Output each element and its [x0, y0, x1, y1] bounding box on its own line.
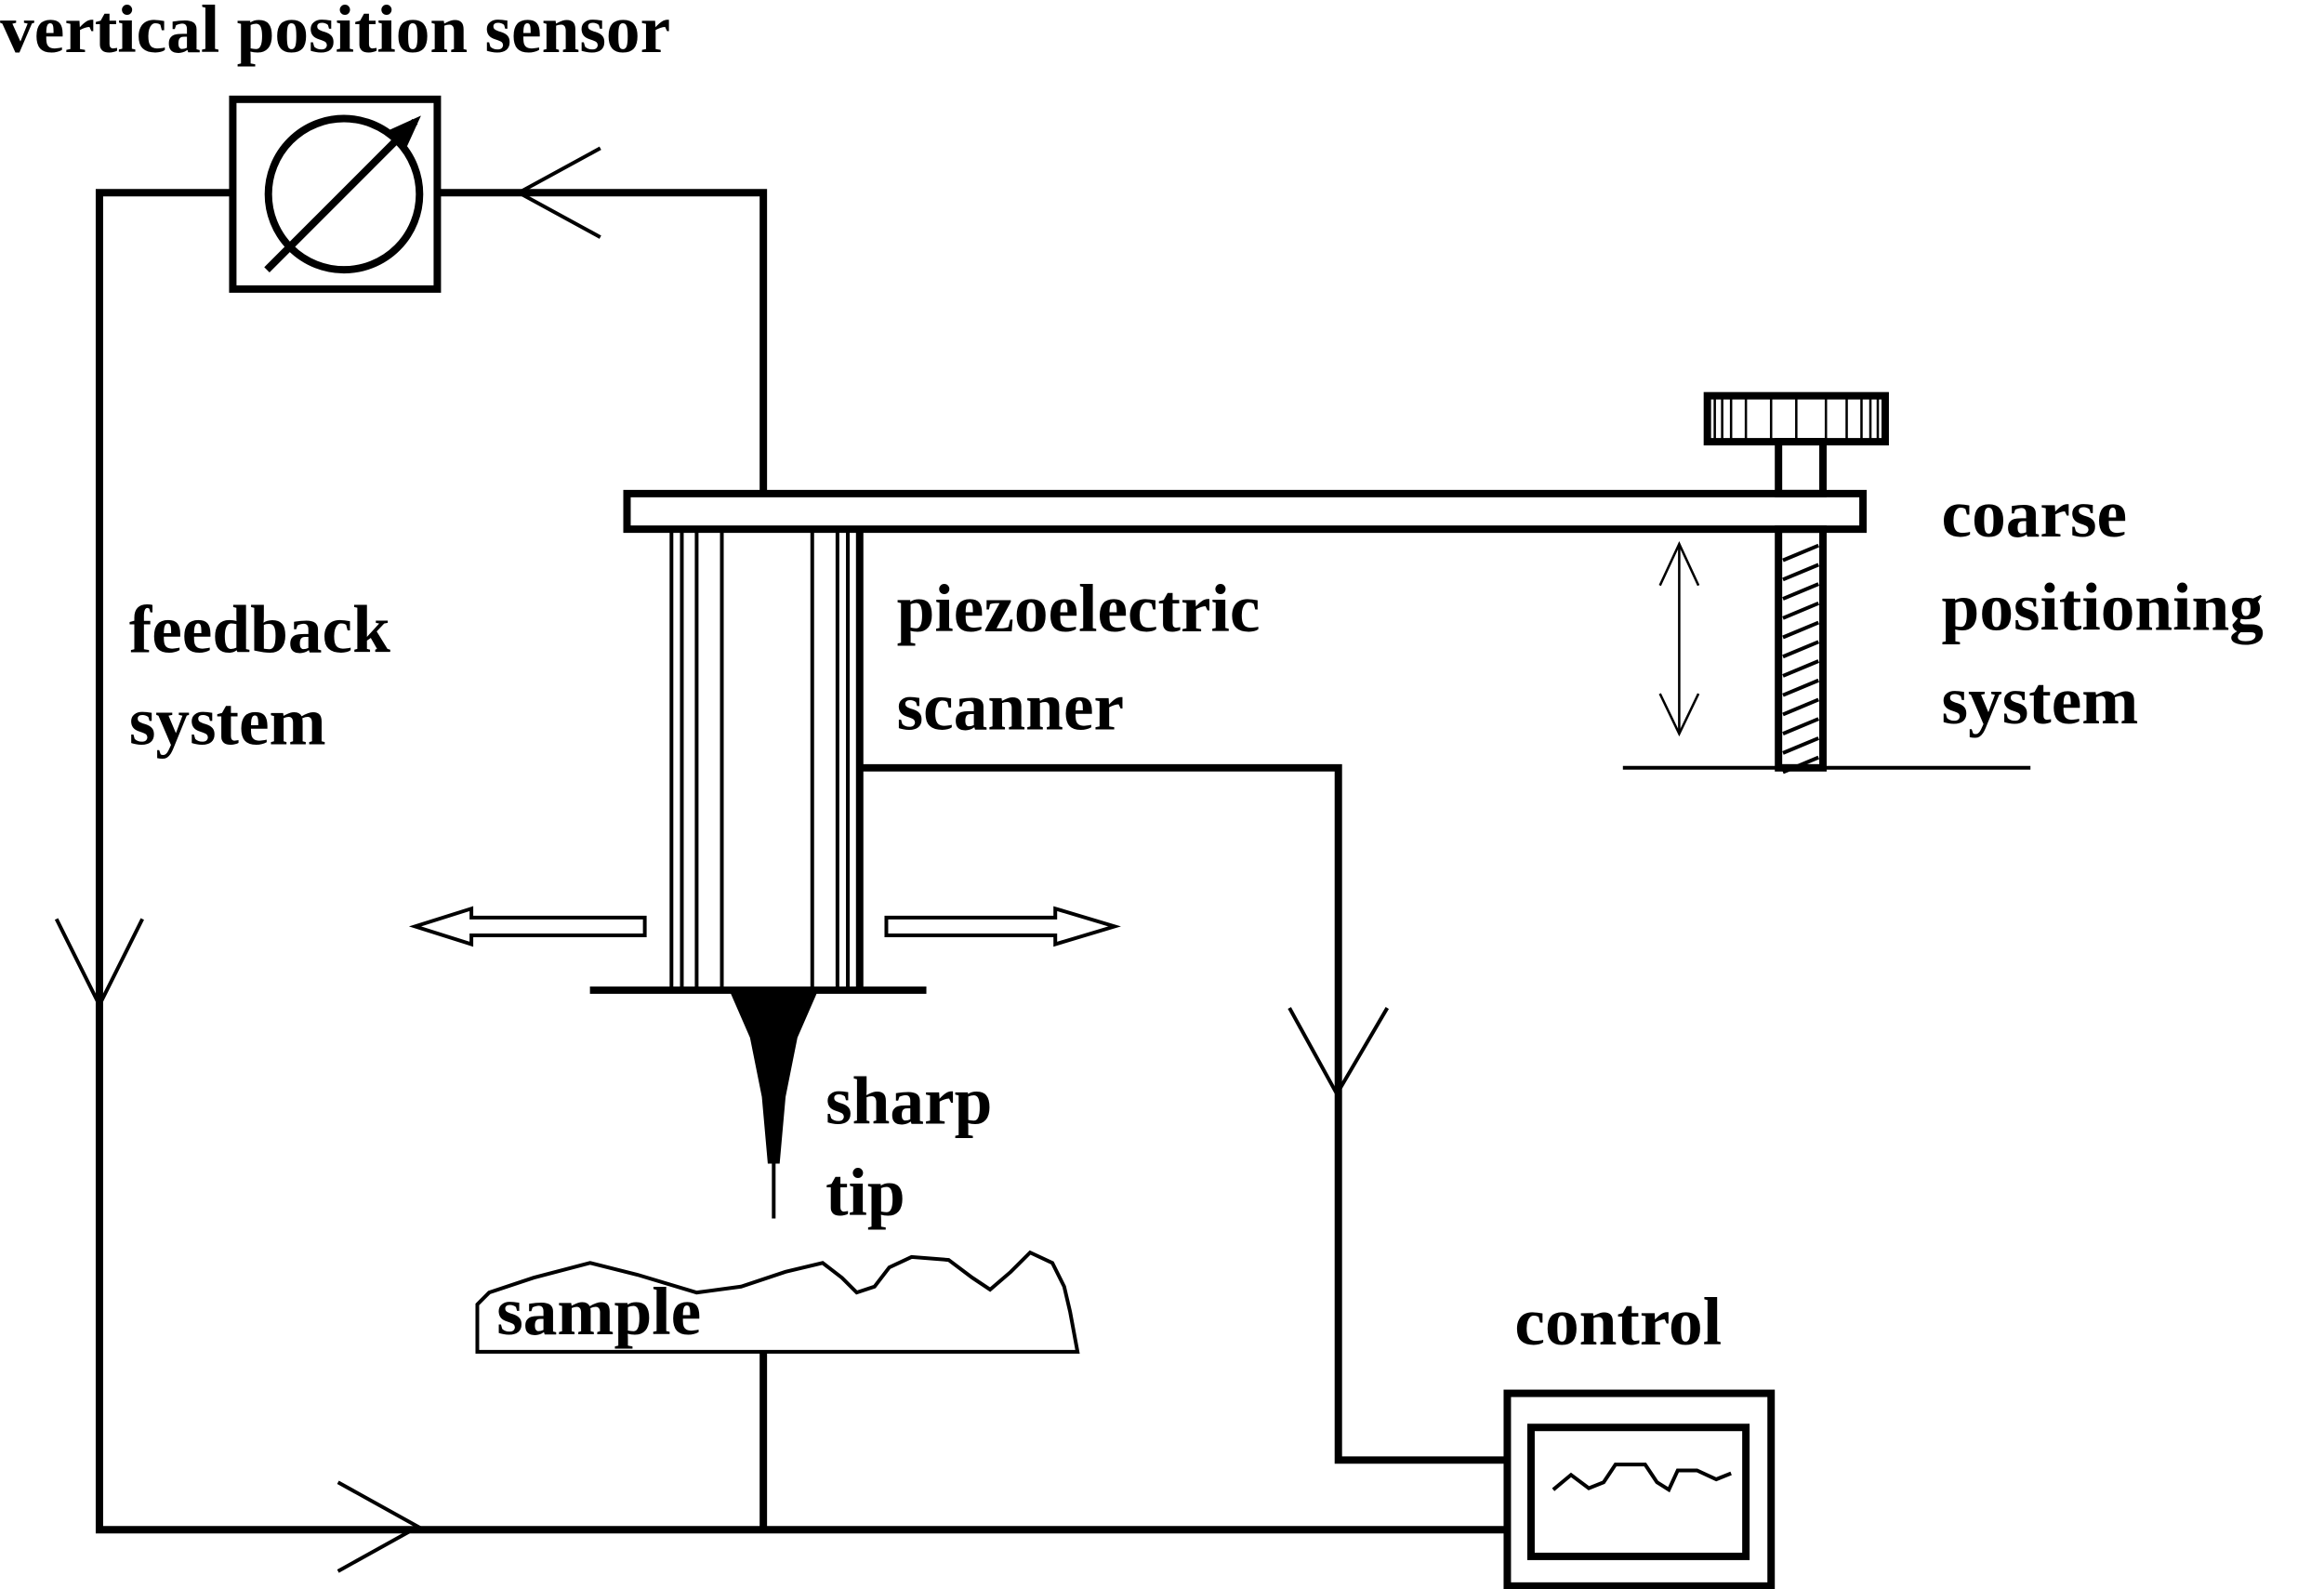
scanner-label-line1: piezoelectric — [897, 571, 1261, 646]
screw-thread — [1782, 755, 1820, 775]
screw-thread — [1782, 582, 1820, 601]
vertical-double-arrow-icon — [1658, 541, 1700, 737]
sample-surface — [475, 1250, 1080, 1354]
screw-thread — [1782, 697, 1820, 717]
screw-thread — [1782, 543, 1820, 563]
horizontal-scan-arrow-icons — [408, 906, 1121, 947]
support-beam — [623, 489, 1868, 534]
control-label: control — [1514, 1284, 1722, 1359]
coarse-label-line3: system — [1942, 663, 2139, 738]
screw-thread — [1782, 717, 1820, 735]
meter-arrow-icon — [388, 115, 421, 149]
feedback-label-line1: feedback — [129, 591, 390, 667]
control-unit — [1503, 1389, 1776, 1589]
sharp-tip — [729, 989, 819, 1219]
screw-thread — [1782, 678, 1820, 697]
coarse-label-line1: coarse — [1942, 476, 2128, 551]
tip-label-line1: sharp — [825, 1063, 992, 1138]
screw-thread — [1782, 602, 1820, 620]
screw-thread — [1782, 563, 1820, 582]
tip-label-line2: tip — [825, 1155, 905, 1230]
scanner-label-line2: scanner — [897, 669, 1124, 744]
screw-thread — [1782, 659, 1820, 678]
flow-arrow-icons — [54, 146, 1390, 1573]
screw-thread — [1782, 640, 1820, 659]
screw-thread — [1782, 620, 1820, 640]
vertical-position-sensor — [229, 95, 442, 293]
feedback-label-line2: system — [129, 683, 326, 759]
screw-thread — [1782, 736, 1820, 755]
feedback-loop-wire — [95, 189, 1508, 1534]
piezoelectric-scanner — [589, 529, 927, 994]
coarse-positioning-screw — [1622, 391, 2031, 775]
sensor-label: vertical position sensor — [0, 0, 670, 67]
coarse-label-line2: positioning — [1942, 570, 2264, 645]
sample-label: sample — [496, 1274, 701, 1349]
